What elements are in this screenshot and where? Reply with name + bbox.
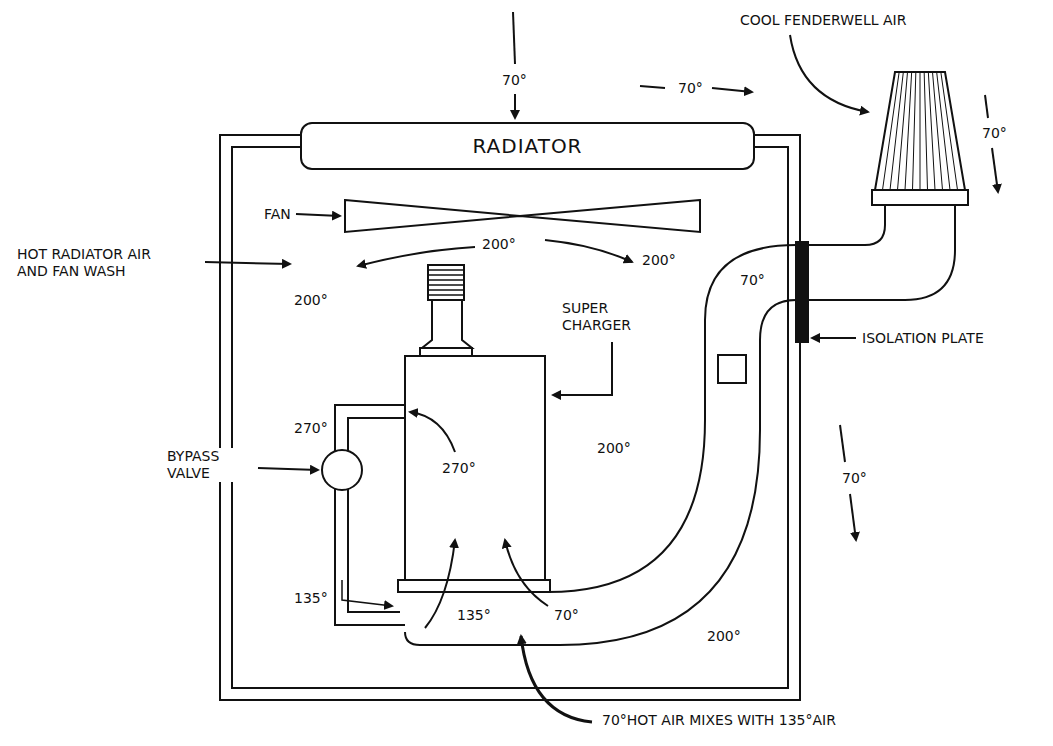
drawing-stroke [428, 294, 464, 296]
temperature-label: 200° [480, 236, 518, 253]
drawing-stroke [428, 274, 464, 276]
drawing-stroke [933, 72, 943, 190]
air-source-note: COOL FENDERWELL AIR [738, 12, 908, 29]
temperature-label: 135° [292, 590, 330, 607]
air-line [513, 12, 515, 64]
air-note: 70°HOT AIR MIXES WITH 135°AIR [600, 712, 838, 729]
intake-duct [808, 205, 885, 245]
leader-arrow [521, 636, 592, 722]
bypass-pipe [335, 405, 405, 625]
temperature-label: 70° [552, 607, 581, 624]
temperature-label: 200° [640, 252, 678, 269]
leader-arrow [812, 337, 856, 339]
air-arrow [712, 88, 752, 92]
flow-arrow [410, 412, 455, 452]
drawing-stroke [913, 72, 916, 190]
isolation-plate [796, 242, 808, 342]
drawing-stroke [883, 72, 958, 190]
part-name: ISOLATION PLATE [860, 330, 986, 347]
radiator-box: RADIATOR [300, 122, 755, 170]
flow-arrow [505, 540, 548, 606]
air-filter-base [872, 190, 968, 205]
drawing-stroke [428, 284, 464, 286]
air-arrow [850, 494, 856, 540]
duct-window [718, 355, 746, 383]
leader-arrow [296, 214, 340, 216]
drawing-stroke [905, 72, 912, 190]
leader-arrow [553, 342, 612, 395]
leader-arrow [205, 262, 290, 264]
fan-blade [345, 200, 700, 232]
part-name: FAN [262, 206, 293, 223]
supercharger-body [405, 356, 545, 580]
air-arrow [514, 94, 516, 118]
temperature-label: 70° [500, 72, 529, 89]
drawing-stroke [428, 289, 464, 291]
temperature-label: 200° [292, 292, 330, 309]
temperature-label: 70° [676, 80, 705, 97]
drawing-stroke [924, 72, 927, 190]
temperature-label: 270° [292, 420, 330, 437]
air-line [840, 425, 845, 462]
drawing-stroke [428, 269, 464, 271]
part-name: SUPER CHARGER [560, 300, 654, 334]
air-filter-cone [875, 72, 965, 190]
air-line [985, 95, 988, 118]
drawing-stroke [890, 72, 903, 190]
node-text: RADIATOR [472, 134, 582, 158]
blower-base [420, 348, 472, 356]
air-arrow [358, 247, 475, 266]
temperature-label: 70° [840, 470, 869, 487]
intake-duct [405, 300, 796, 645]
temperature-label: 270° [440, 460, 478, 477]
flow-arrow [342, 580, 392, 606]
leader-arrow [258, 468, 318, 470]
flow-arrow [425, 540, 455, 628]
supercharger-flange [398, 580, 550, 592]
air-line [640, 86, 665, 88]
intake-duct [808, 205, 955, 300]
bypass-valve [322, 450, 362, 490]
temperature-label: 200° [705, 628, 743, 645]
air-note: HOT RADIATOR AIR AND FAN WASH [15, 246, 184, 280]
temperature-label: 135° [455, 607, 493, 624]
blower-cap [428, 265, 464, 300]
temperature-label: 70° [980, 125, 1009, 142]
drawing-stroke [920, 72, 921, 190]
air-arrow [992, 148, 998, 192]
temperature-label: 200° [595, 440, 633, 457]
intake-duct [548, 245, 796, 592]
air-arrow [790, 35, 868, 112]
air-arrow [545, 240, 632, 262]
blower-neck [422, 300, 472, 348]
bypass-pipe [348, 418, 405, 612]
temperature-label: 70° [738, 272, 767, 289]
compartment-outer [220, 135, 800, 700]
part-name: BYPASS VALVE [165, 448, 254, 482]
drawing-stroke [941, 72, 958, 190]
drawing-stroke [205, 12, 998, 722]
drawing-stroke [428, 279, 464, 281]
drawing-stroke [428, 270, 464, 295]
